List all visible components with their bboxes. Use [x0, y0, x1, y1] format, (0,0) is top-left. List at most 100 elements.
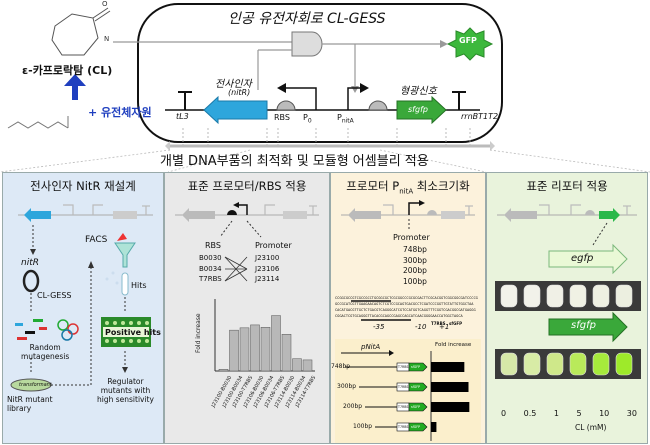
seq-mark-plus1: +1: [439, 323, 450, 331]
bar-J23100-B0034: [229, 329, 239, 372]
part-sfgfp: sfgfp: [408, 105, 428, 114]
sample-tube: [592, 352, 610, 376]
and-gate-icon: [291, 31, 323, 57]
promoter-header: Promoter: [255, 241, 292, 250]
sfgfp-arrow: [548, 311, 628, 343]
pnita-label: pNitA: [361, 343, 381, 351]
part-p0: P0: [303, 113, 312, 125]
panel1-title: 전사인자 NitR 재설계: [30, 179, 136, 193]
promoter-list: J23100 J23106 J23114: [255, 254, 280, 283]
construct-gene-label: sfGFP: [411, 425, 421, 429]
circuit-title: 인공 유전자회로 CL-GESS: [228, 11, 386, 27]
gfp-star-icon: [446, 27, 494, 61]
rbs-right-icon: [368, 100, 388, 111]
terminator-left-icon: [178, 91, 192, 110]
construct-gene-label: sfGFP: [411, 405, 421, 409]
sample-tube: [569, 352, 587, 376]
sample-tube: [592, 284, 610, 308]
panel3-title: 프로모터 PnitA 최소크기화: [346, 179, 470, 196]
rbs-left-icon: [276, 100, 296, 111]
seq-tag-sfgfp: sfGFP: [449, 321, 463, 326]
panel-standard-reporter: 표준 리포터 적용 egfp sfgfp 0 0.5 1 5 10 30 CL …: [486, 172, 648, 444]
construct-rbs-label: T7RBS: [398, 365, 409, 369]
egfp-arrow: [548, 243, 628, 275]
metabolite-structure: [7, 116, 69, 129]
bar-J23100-T7RBS: [239, 327, 250, 372]
hbar-100bp: [431, 422, 437, 432]
chart2-ytick: 100bp: [353, 423, 373, 430]
p3-promoter-header: Promoter: [393, 233, 430, 242]
bar-J23100-B0030: [218, 369, 229, 372]
clgess-label: CL-GESS: [37, 291, 72, 300]
construct-gene-label: sfGFP: [411, 365, 421, 369]
banner-title: 개별 DNA부품의 최적화 및 모듈형 어셈블리 적용: [160, 154, 429, 169]
bar-J23114-T7RBS: [302, 359, 313, 372]
construct-rbs-label: T7RBS: [398, 425, 409, 429]
sample-tube: [615, 284, 633, 308]
terminator-right-icon: [452, 91, 466, 110]
bar-J23106-T7RBS: [271, 315, 281, 372]
regulator-mutants-label: Regulator mutants with high sensitivity: [97, 377, 154, 404]
hbar-748bp: [431, 362, 465, 372]
panel-standard-promoter-rbs: 표준 프로모터/RBS 적용 RBS Promoter B0030 B0034 …: [164, 172, 330, 444]
panel3-graphics: [335, 200, 481, 443]
chart2-xlabel: Fold increase: [435, 342, 472, 348]
sample-tube: [523, 352, 541, 376]
sample-tube: [615, 352, 633, 376]
bar-J23106-B0034: [260, 327, 271, 372]
chart1-ylabel: Fold increase: [195, 313, 202, 353]
seq-mark-35: -35: [373, 323, 385, 331]
promoter-p0-icon: [284, 87, 317, 110]
chart2-ytick: 300bp: [337, 383, 357, 390]
svg-text:O: O: [102, 0, 108, 8]
panel4-title: 표준 리포터 적용: [526, 179, 608, 193]
panel4-graphics: [495, 204, 641, 379]
sequence-block: CCGGCGCCGTCGCCGCCTGCGGCGCTCGCGGCCCGCGCGA…: [335, 296, 478, 318]
sample-tube: [500, 284, 518, 308]
random-mutagenesis-label: Random mutagenesis: [21, 343, 70, 361]
panel-promoter-minimization: 프로모터 PnitA 최소크기화 Promoter 748bp 300bp 20…: [330, 172, 486, 444]
nitr-label: nitR: [21, 258, 39, 268]
circuit-diagram: N O: [0, 0, 650, 173]
panel2-title: 표준 프로모터/RBS 적용: [187, 179, 307, 193]
chart2-ytick: 200bp: [343, 403, 363, 410]
egfp-label: egfp: [571, 253, 594, 264]
rbs-list: B0030 B0034 T7RBS: [199, 254, 222, 283]
part-rbs: RBS: [274, 113, 290, 122]
sample-tube: [500, 352, 518, 376]
facs-label: FACS: [85, 235, 108, 245]
construct-rbs-label: T7RBS: [398, 385, 409, 389]
sample-tube: [523, 284, 541, 308]
panel-regulator-redesign: 전사인자 NitR 재설계: [2, 172, 164, 444]
metabolic-resource-label: + 유전체자원: [88, 106, 152, 119]
bar-J23114-B0034: [292, 358, 302, 372]
hits-label: Hits: [131, 281, 147, 290]
concentration-ticks: 0 0.5 1 5 10 30: [501, 409, 637, 418]
bar-J23114-B0030: [281, 334, 292, 372]
plate-label: transformant: [19, 382, 52, 388]
seq-tag-t7rbs: T7RBS: [431, 321, 446, 326]
nitr-library-label: NitR mutant library: [7, 395, 53, 413]
sfgfp-label: sfgfp: [571, 320, 596, 331]
nitr-gene-arrow: [203, 95, 268, 125]
sample-tube: [546, 284, 564, 308]
construct-rbs-label: T7RBS: [398, 405, 409, 409]
chart2-ytick: 748bp: [331, 363, 351, 370]
regulator-label: 전사인자: [215, 79, 252, 90]
part-pnita: PnitA: [337, 113, 354, 125]
svg-text:N: N: [104, 35, 109, 43]
rbs-header: RBS: [205, 241, 221, 250]
panel2-graphics: [175, 202, 319, 372]
hbar-300bp: [431, 382, 469, 392]
caprolactam-structure: [51, 7, 111, 56]
bar-J23106-B0030: [250, 324, 260, 372]
part-terminator: rrnBT1T2: [461, 112, 499, 121]
conc-unit: CL (mM): [575, 423, 607, 432]
blue-up-arrow-icon: [64, 74, 86, 100]
hbar-200bp: [431, 402, 470, 412]
sample-tube: [546, 352, 564, 376]
regulator-gene-label: (nitR): [228, 88, 251, 97]
construct-gene-label: sfGFP: [411, 385, 421, 389]
gfp-label: GFP: [459, 36, 477, 45]
promoter-sizes: 748bp 300bp 200bp 100bp: [403, 245, 427, 286]
